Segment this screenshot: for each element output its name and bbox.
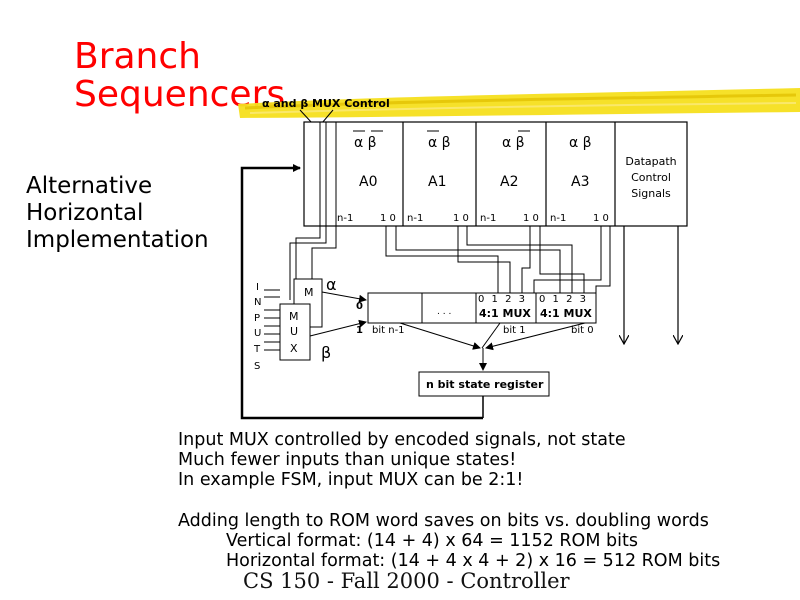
field-a2: α β A2 n-1 1 0 <box>480 130 539 224</box>
note-spacer <box>178 490 720 511</box>
field-a0-name: A0 <box>359 174 377 190</box>
svg-text:Signals: Signals <box>631 187 671 200</box>
mux1-numbers: 0 1 2 3 <box>478 294 527 305</box>
svg-text:P: P <box>254 313 260 324</box>
svg-text:M: M <box>289 310 299 323</box>
input-muxes: M M U X <box>279 278 323 361</box>
svg-text:M: M <box>304 286 314 299</box>
field-a3-select: α β <box>569 135 592 151</box>
field-a0-select: α β <box>354 135 377 151</box>
state-register-box <box>418 371 550 397</box>
svg-text:S: S <box>254 361 260 372</box>
subtitle-line-3: Implementation <box>26 227 209 253</box>
beta-label: β <box>321 343 331 362</box>
note-4: Adding length to ROM word saves on bits … <box>178 511 709 531</box>
field-a3: α β A3 n-1 1 0 <box>550 135 609 224</box>
footer: CS 150 - Fall 2000 - Controller <box>243 569 570 593</box>
mux-dots: . . . <box>437 307 451 317</box>
note-6: Horizontal format: (14 + 4 x 4 + 2) x 16… <box>226 551 721 571</box>
field-a2-bits-right: 1 0 <box>523 213 539 224</box>
sel-one: 1 <box>356 325 363 336</box>
subtitle-line-1: Alternative <box>26 173 153 199</box>
highlighter-stroke <box>238 88 800 118</box>
field-a3-bits-right: 1 0 <box>593 213 609 224</box>
sel-zero: 0 <box>356 301 363 312</box>
svg-text:Control: Control <box>631 171 671 184</box>
subtitle: Alternative Horizontal Implementation <box>26 173 209 254</box>
title-text: Branch Sequencers <box>74 36 286 115</box>
svg-text:N: N <box>254 297 261 308</box>
note-2: Much fewer inputs than unique states! <box>178 450 517 470</box>
mux1-label: 4:1 MUX <box>479 307 531 320</box>
notes: Input MUX controlled by encoded signals,… <box>178 430 720 571</box>
field-a0-bits-right: 1 0 <box>380 213 396 224</box>
note-3: In example FSM, input MUX can be 2:1! <box>178 470 524 490</box>
field-a2-name: A2 <box>500 174 518 190</box>
field-a1-bits-right: 1 0 <box>453 213 469 224</box>
subtitle-line-2: Horizontal <box>26 200 144 226</box>
mux0-label: 4:1 MUX <box>540 307 592 320</box>
svg-text:Datapath: Datapath <box>625 155 676 168</box>
bit-0-label: bit 0 <box>571 325 594 336</box>
mux0-numbers: 0 1 2 3 <box>539 294 588 305</box>
note-5: Vertical format: (14 + 4) x 64 = 1152 RO… <box>226 531 638 551</box>
mux-control-label: α and β MUX Control <box>262 97 390 110</box>
state-register-label: n bit state register <box>426 378 544 391</box>
slide-title: Branch Sequencers <box>74 38 314 114</box>
alpha-label: α <box>326 275 337 294</box>
bit-1-label: bit 1 <box>503 325 526 336</box>
field-a1: α β A1 n-1 1 0 <box>407 130 469 224</box>
svg-text:X: X <box>290 342 298 355</box>
svg-text:I: I <box>256 282 259 293</box>
note-1: Input MUX controlled by encoded signals,… <box>178 430 626 450</box>
svg-text:U: U <box>254 328 261 339</box>
field-a0-bits-left: n-1 <box>337 213 353 224</box>
field-a3-bits-left: n-1 <box>550 213 566 224</box>
inputs-label: I N P U T S <box>253 282 261 372</box>
svg-text:T: T <box>253 344 261 355</box>
field-a1-select: α β <box>428 135 451 151</box>
field-a2-bits-left: n-1 <box>480 213 496 224</box>
field-a3-name: A3 <box>571 174 589 190</box>
field-a1-bits-left: n-1 <box>407 213 423 224</box>
field-a1-name: A1 <box>428 174 446 190</box>
rom-word-box <box>303 121 688 227</box>
bit-n1-label: bit n-1 <box>372 325 405 336</box>
field-a0: α β A0 n-1 1 0 <box>337 130 396 224</box>
field-a2-select: α β <box>502 135 525 151</box>
svg-text:U: U <box>290 325 298 338</box>
next-state-mux-bank: 0 1 . . . 0 1 2 3 4:1 MUX 0 1 2 3 4:1 MU… <box>356 292 597 336</box>
datapath-control-signals: Datapath Control Signals <box>625 155 676 200</box>
